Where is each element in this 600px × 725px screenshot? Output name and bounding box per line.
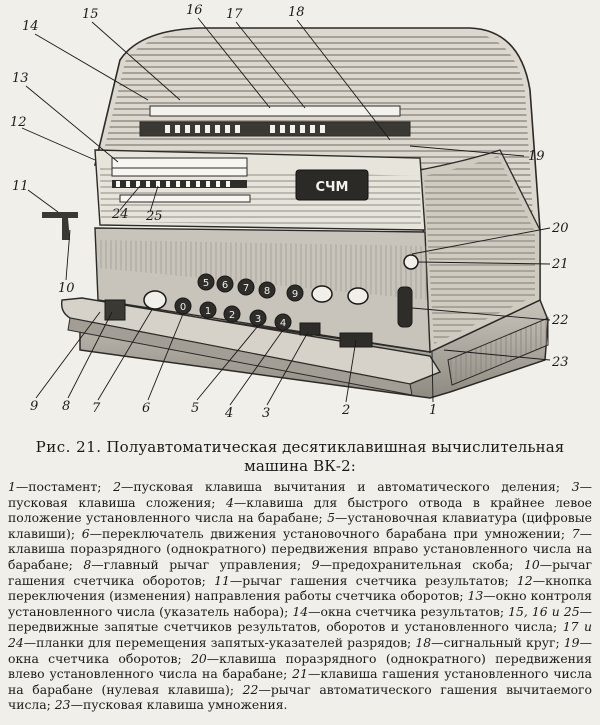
legend-number: 2	[113, 479, 122, 494]
legend-text: клавиша поразрядного (однократного) пере…	[8, 541, 592, 572]
digit-key-label: 7	[243, 283, 249, 294]
legend-number: 23	[54, 697, 71, 713]
callout-19: 19	[528, 149, 545, 164]
callout-8: 8	[62, 399, 70, 414]
digit-key-label: 6	[222, 280, 228, 291]
legend-text: главный рычаг управления;	[103, 556, 302, 572]
legend-number: 17 и 24	[8, 619, 592, 650]
callout-14: 14	[22, 19, 39, 34]
legend-number: 19	[563, 634, 580, 650]
callout-9: 9	[30, 399, 38, 414]
callout-5: 5	[191, 401, 199, 416]
legend-text: переключатель движения установочного бар…	[102, 525, 565, 541]
callout-6: 6	[142, 401, 150, 416]
figure-caption: Рис. 21. Полуавтоматическая десятиклавиш…	[8, 438, 592, 476]
callout-4: 4	[224, 406, 233, 421]
digit-key-label: 9	[292, 289, 298, 300]
digit-key-label: 5	[203, 278, 209, 289]
digit-key-label: 3	[255, 314, 261, 325]
legend-number: 6	[81, 525, 90, 541]
legend-text: рычаг гашения счетчика результатов;	[242, 572, 509, 588]
legend-text: планки для перемещения запятых-указателе…	[36, 634, 412, 650]
callout-15: 15	[82, 7, 99, 22]
digit-key-label: 2	[229, 310, 235, 321]
legend-text: пусковая клавиша умножения.	[82, 697, 288, 713]
legend-text: сигнальный круг;	[443, 634, 560, 650]
legend-number: 7	[571, 525, 580, 541]
callout-2: 2	[341, 403, 350, 418]
digit-key-label: 0	[180, 302, 186, 313]
callout-18: 18	[288, 5, 305, 20]
legend-number: 5	[327, 510, 336, 526]
callout-7: 7	[92, 401, 101, 416]
callout-3: 3	[262, 406, 270, 421]
legend-number: 4	[225, 494, 234, 510]
legend-text: клавиша гашения установленного числа на …	[8, 666, 592, 697]
legend-number: 22	[242, 681, 259, 697]
callout-16: 16	[186, 3, 203, 18]
callout-11: 11	[12, 179, 29, 194]
figure-legend: 1—постамент; 2—пусковая клавиша вычитани…	[8, 479, 592, 713]
legend-text: окна счетчика оборотов;	[8, 650, 182, 666]
legend-text: пусковая клавиша вычитания и автоматичес…	[133, 479, 561, 494]
legend-text: окно контроля установленного числа (указ…	[8, 588, 592, 619]
result-windows	[111, 157, 248, 177]
legend-number: 14	[292, 603, 309, 619]
legend-text: рычаг автоматического гашения вычитаемог…	[8, 681, 592, 713]
callout-24: 24	[111, 207, 129, 222]
legend-number: 12	[516, 572, 533, 588]
nameplate-text: СЧМ	[316, 180, 349, 195]
legend-number: 8	[83, 556, 92, 572]
legend-text: клавиша для быстрого отвода в крайнее ле…	[8, 494, 592, 526]
legend-text: установочная клавиатура (цифровые клавиш…	[8, 510, 592, 541]
legend-text: окна счетчика результатов;	[320, 603, 505, 619]
legend-text: предохранительная скоба;	[332, 556, 514, 572]
base-rail	[60, 297, 442, 385]
digit-key-label: 4	[280, 318, 286, 329]
legend-text: клавиша поразрядного (однократного) пере…	[8, 650, 592, 682]
callout-13: 13	[12, 71, 29, 86]
legend-number: 3	[571, 479, 580, 494]
nameplate	[295, 169, 369, 201]
figure-title: Полуавтоматическая десятиклавишная вычис…	[106, 438, 565, 475]
legend-text: постамент;	[28, 479, 102, 494]
digit-key-label: 1	[205, 306, 211, 317]
legend-text: пусковая клавиша сложения;	[8, 494, 216, 510]
legend-text: кнопка переключения (изменения) направле…	[8, 572, 592, 604]
legend-number: 18	[415, 634, 432, 650]
legend-number: 20	[191, 650, 207, 666]
callout-12: 12	[10, 115, 27, 130]
callout-23: 23	[551, 355, 569, 370]
callout-21: 21	[551, 257, 569, 272]
figure-label: Рис. 21.	[35, 438, 102, 456]
callout-22: 22	[551, 313, 569, 328]
callout-17: 17	[226, 7, 243, 22]
callout-1: 1	[429, 403, 437, 418]
legend-number: 9	[311, 556, 320, 572]
digit-key-label: 8	[264, 286, 270, 297]
legend-number: 15, 16 и 25	[508, 603, 580, 619]
legend-number: 1	[8, 479, 16, 494]
legend-number: 13	[467, 588, 484, 604]
legend-number: 11	[214, 572, 230, 588]
legend-text: передвижные запятые счетчиков результато…	[8, 619, 558, 635]
callout-10: 10	[58, 281, 75, 296]
legend-text: рычаг гашения счетчика оборотов;	[8, 556, 592, 588]
callout-20: 20	[551, 221, 569, 236]
callout-25: 25	[145, 209, 163, 224]
legend-number: 10	[523, 556, 540, 572]
legend-number: 21	[292, 666, 308, 682]
